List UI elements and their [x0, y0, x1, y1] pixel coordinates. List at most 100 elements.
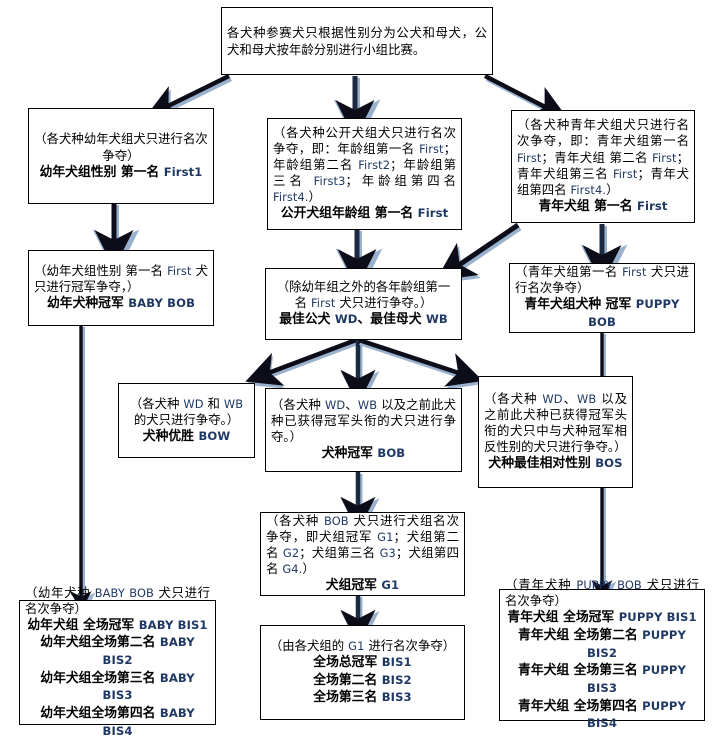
open-group-code-1: First — [419, 141, 444, 156]
bis-row: 全场第二名 BIS2 — [266, 672, 459, 690]
g1-result: 犬组冠军 G1 — [266, 577, 459, 595]
bow-lead-1: （各犬种 — [129, 395, 184, 411]
g1-result-code: G1 — [381, 578, 400, 593]
baby-bob-code-1: First — [167, 264, 192, 279]
baby-bob-result-cn: 幼年犬种冠军 — [46, 296, 124, 312]
node-root[interactable]: 各犬种参赛犬只根据性别分为公犬和母犬，公犬和母犬按年龄分别进行小组比赛。 — [221, 7, 493, 75]
puppy-bis-lead-1: （青年犬种 — [505, 577, 577, 593]
puppy-bis-row-cn: 青年犬组 全场第二名 — [518, 627, 638, 643]
open-group-code-2: First2 — [358, 158, 391, 173]
g1-code-5: G4. — [282, 562, 303, 577]
node-baby-bis[interactable]: （幼年犬种 BABY BOB 犬只进行名次争夺） 幼年犬组 全场冠军 BABY … — [19, 585, 216, 738]
bow-result-code: BOW — [198, 428, 231, 443]
puppy-bis-row-cn: 青年犬组 全场第四名 — [518, 698, 638, 714]
bow-code-2: WB — [223, 396, 244, 411]
baby-bis-row: 幼年犬组全场第四名 BABY BIS4 — [25, 705, 210, 740]
open-group-result-cn: 公开犬组年龄组 第一名 — [280, 206, 414, 222]
baby-bis-row: 幼年犬组全场第三名 BABY BIS3 — [25, 670, 210, 705]
bos-lead-sep: 、 — [562, 390, 578, 406]
arrow-wd-wb-to-bow — [245, 337, 358, 389]
wd-wb-result-sep: 、 — [357, 312, 371, 328]
g1-lead-4: ；犬组第三名 — [299, 545, 380, 561]
bos-lead-2: 以及之前此犬种已获得冠军头衔的犬只中与犬种冠军相反性别的犬只进行争夺。） — [484, 390, 627, 455]
puppy-bob-result: 青年犬组犬种 冠军 PUPPY BOB — [515, 296, 689, 331]
bis-row-code: BIS3 — [381, 690, 412, 705]
young-group-result-cn: 青年犬组 第一名 — [538, 198, 633, 214]
puppy-bis-row-code: PUPPY BIS4 — [587, 698, 686, 731]
arrow-baby-group-to-baby-bob — [92, 203, 140, 277]
arrow-young-group-to-puppy-bob — [580, 224, 628, 292]
bis-row-code: BIS2 — [381, 672, 412, 687]
puppy-bob-lead-1: （青年犬组第一名 — [515, 264, 623, 280]
bis-lead-1: （由各犬组的 — [269, 637, 349, 653]
bis-row-cn: 全场总冠军 — [313, 655, 378, 671]
wd-wb-lead: （除幼年组之外的各年龄组第一名 First 犬只进行争夺。） — [271, 279, 456, 311]
puppy-bis-code-1: PUPPY BOB — [576, 578, 642, 593]
node-open-group[interactable]: （各犬种公开犬组犬只进行名次争夺，即：年龄组第一名 First；年龄组第二名 F… — [267, 118, 462, 230]
node-bis[interactable]: （由各犬组的 G1 进行名次争夺） 全场总冠军 BIS1 全场第二名 BIS2 … — [260, 625, 465, 720]
baby-bis-row-code: BABY BIS2 — [102, 635, 195, 668]
node-young-group[interactable]: （各犬种青年犬组犬只进行名次争夺，即：青年犬组第一名 First；青年犬组 第二… — [511, 110, 695, 223]
g1-lead-1: （各犬种 — [266, 512, 325, 528]
baby-bis-row: 幼年犬组全场第二名 BABY BIS2 — [25, 634, 210, 669]
bos-lead-1: （各犬种 — [484, 390, 543, 406]
baby-bis-row-cn: 幼年犬组全场第三名 — [40, 670, 156, 686]
wd-wb-result: 最佳公犬 WD、最佳母犬 WB — [271, 311, 456, 329]
bis-row-cn: 全场第二名 — [313, 672, 378, 688]
node-bos[interactable]: （各犬种 WD、WB 以及之前此犬种已获得冠军头衔的犬只中与犬种冠军相反性别的犬… — [478, 376, 633, 488]
node-bob[interactable]: （各犬种 WD、WB 以及之前此犬种已获得冠军头衔的犬只进行争夺。） 犬种冠军 … — [265, 388, 462, 472]
baby-bis-lead-1: （幼年犬种 — [25, 584, 95, 600]
wd-wb-result-cn-1: 最佳公犬 — [279, 312, 331, 328]
puppy-bis-lead: （青年犬种 PUPPY BOB 犬只进行名次争夺） — [505, 577, 699, 609]
bob-code-1: WD — [325, 397, 346, 412]
bob-result: 犬种冠军 BOB — [271, 445, 456, 463]
arrow-root-to-open-group — [333, 76, 381, 147]
node-bow[interactable]: （各犬种 WD 和 WB 的犬只进行争夺。） 犬种优胜 BOW — [118, 383, 255, 458]
puppy-bis-row: 青年犬组 全场第三名 PUPPY BIS3 — [505, 662, 699, 697]
baby-group-lead: （各犬种幼年犬组犬只进行名次争夺） — [34, 131, 208, 164]
wd-wb-result-code-2: WB — [425, 312, 448, 327]
node-baby-bob[interactable]: （幼年犬组性别 第一名 First 犬只进行冠军争夺，） 幼年犬种冠军 BABY… — [28, 250, 214, 326]
wd-wb-result-cn-2: 最佳母犬 — [370, 312, 422, 328]
puppy-bis-row-code: PUPPY BIS3 — [587, 663, 686, 695]
puppy-bis-row-code: PUPPY BIS2 — [587, 627, 686, 660]
baby-bob-lead: （幼年犬组性别 第一名 First 犬只进行冠军争夺，） — [34, 263, 208, 295]
node-g1[interactable]: （各犬种 BOB 犬只进行犬组名次争夺，即犬组冠军 G1；犬组第二名 G2；犬组… — [260, 512, 465, 596]
open-group-lead-3: ；年龄组第三名 — [273, 157, 456, 189]
g1-lead-5: ；犬组第四名 — [266, 545, 459, 577]
bow-result: 犬种优胜 BOW — [124, 428, 249, 446]
bob-lead-sep: 、 — [345, 396, 358, 412]
puppy-bis-row: 青年犬组 全场第二名 PUPPY BIS2 — [505, 627, 699, 662]
baby-group-result-cn: 幼年犬组性别 第一名 — [39, 165, 160, 181]
arrow-young-group-to-wd-wb — [435, 222, 522, 284]
bob-lead-2: 以及之前此犬种已获得冠军头衔的犬只进行争夺。） — [271, 396, 456, 445]
baby-bis-row-cn: 幼年犬组全场第二名 — [40, 635, 156, 651]
node-baby-group[interactable]: （各犬种幼年犬组犬只进行名次争夺） 幼年犬组性别 第一名 First1 — [28, 108, 214, 204]
young-group-lead-3: ；青年犬组第三名 — [517, 149, 689, 181]
g1-code-1: BOB — [324, 513, 349, 528]
g1-lead-6: ） — [302, 561, 315, 577]
puppy-bis-row: 青年犬组 全场第四名 PUPPY BIS4 — [505, 698, 699, 733]
wd-wb-result-code-1: WD — [334, 312, 358, 327]
arrow-baby-bob-to-baby-bis — [70, 325, 96, 618]
young-group-lead-1: （各犬种青年犬组犬只进行名次争夺，即：青年犬组第一名 — [517, 117, 689, 149]
young-group-code-3: First — [612, 166, 638, 181]
arrow-root-to-baby-group — [145, 73, 232, 121]
g1-lead: （各犬种 BOB 犬只进行犬组名次争夺，即犬组冠军 G1；犬组第二名 G2；犬组… — [266, 513, 459, 578]
arrow-wd-wb-to-bob — [340, 339, 380, 411]
wd-wb-code-1: First — [310, 296, 336, 311]
open-group-lead: （各犬种公开犬组犬只进行名次争夺，即：年龄组第一名 First；年龄组第二名 F… — [273, 125, 456, 206]
node-wd-wb[interactable]: （除幼年组之外的各年龄组第一名 First 犬只进行争夺。） 最佳公犬 WD、最… — [265, 268, 462, 340]
arrow-bob-to-g1 — [340, 472, 380, 538]
bow-lead-2: 和 — [203, 395, 224, 411]
node-puppy-bob[interactable]: （青年犬组第一名 First 犬只进行名次争夺） 青年犬组犬种 冠军 PUPPY… — [509, 263, 695, 333]
node-puppy-bis[interactable]: （青年犬种 PUPPY BOB 犬只进行名次争夺） 青年犬组 全场冠军 PUPP… — [499, 577, 705, 730]
baby-bis-lead: （幼年犬种 BABY BOB 犬只进行名次争夺） — [25, 585, 210, 617]
wd-wb-lead-2: 犬只进行争夺。） — [335, 295, 433, 311]
arrow-wd-wb-to-bos — [358, 337, 484, 390]
baby-bis-row-code: BABY BIS1 — [138, 617, 208, 632]
bis-row: 全场总冠军 BIS1 — [266, 654, 459, 672]
baby-bob-lead-1: （幼年犬组性别 第一名 — [34, 263, 168, 279]
puppy-bis-lead-2: 犬只进行名次争夺） — [505, 577, 699, 609]
